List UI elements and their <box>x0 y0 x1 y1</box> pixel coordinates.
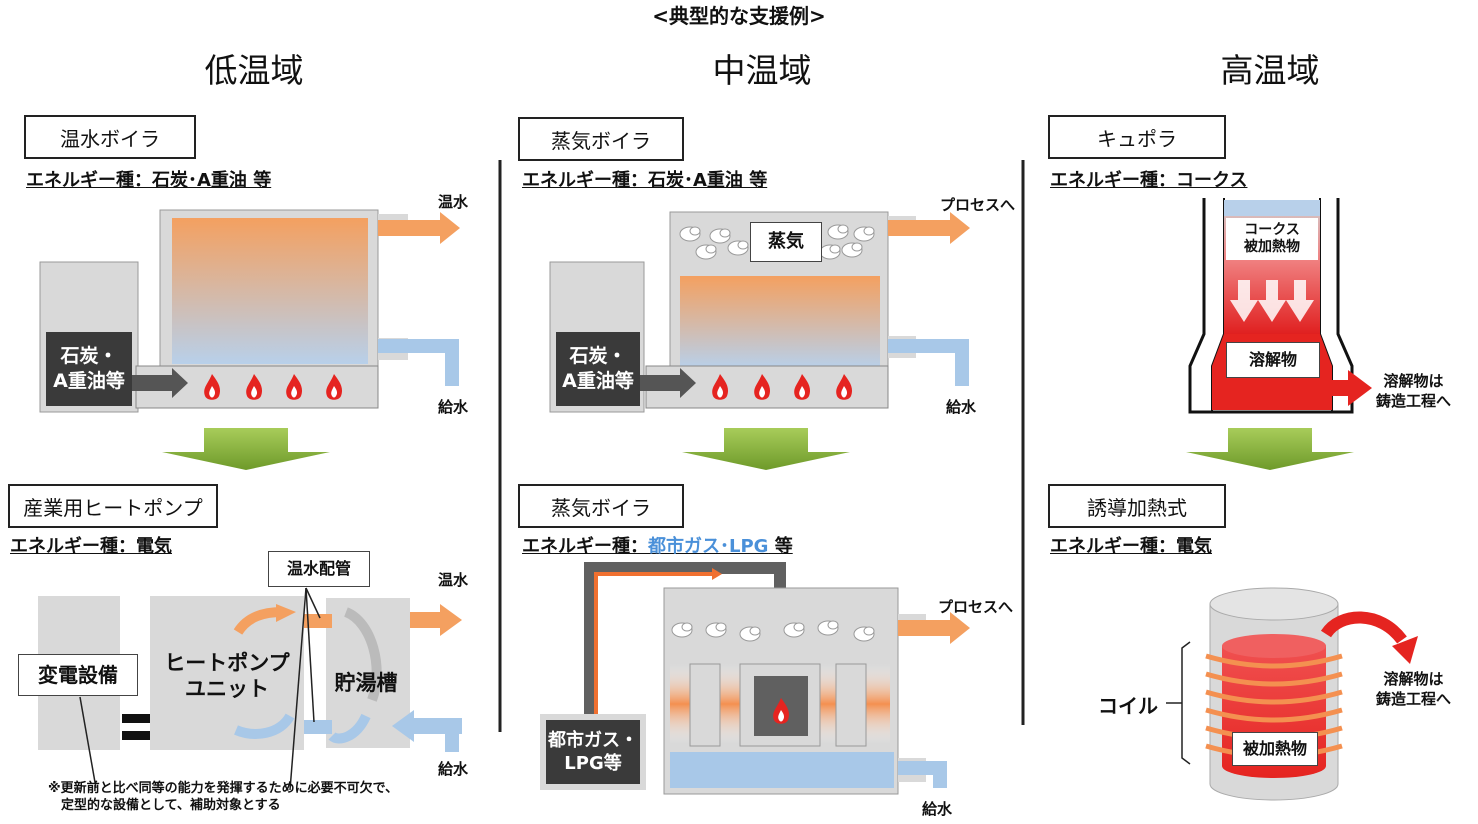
energy-type-low-after: エネルギー種：電気 <box>10 532 172 558</box>
energy-value: 電気 <box>1176 536 1212 557</box>
fuel-box-city-gas-lpg: 都市ガス・ LPG等 <box>546 720 640 784</box>
equipment-label-steam-boiler-after: 蒸気ボイラ <box>518 484 684 528</box>
subsidy-note: ※更新前と比べ同等の能力を発揮するために必要不可欠で、 定型的な設備として、補助… <box>48 781 399 813</box>
flow-label-water-in-hp: 給水 <box>438 760 469 778</box>
energy-type-low-before: エネルギー種：石炭･A重油 等 <box>26 166 271 192</box>
energy-prefix: エネルギー種： <box>1050 170 1176 191</box>
energy-prefix: エネルギー種： <box>10 536 136 557</box>
equipment-label-heat-pump: 産業用ヒートポンプ <box>8 484 218 528</box>
flow-label-hot-water-out-hp: 温水 <box>438 571 469 589</box>
arrow-down-low <box>162 428 330 470</box>
storage-tank-label: 貯湯槽 <box>334 671 398 695</box>
heat-pump-unit-label: ヒートポンプ ユニット <box>164 651 290 702</box>
equipment-label-induction: 誘導加熱式 <box>1048 484 1226 528</box>
workpiece-label: 被加熱物 <box>1232 732 1318 766</box>
coke-charge-label: コークス 被加熱物 <box>1226 218 1318 260</box>
column-title-high: 高温域 <box>1220 51 1320 90</box>
flow-label-melt-to-casting: 溶解物は 鋳造工程へ <box>1376 372 1452 410</box>
flow-label-water-in-gas: 給水 <box>922 800 953 818</box>
energy-prefix: エネルギー種： <box>522 536 648 557</box>
flow-label-melt-to-casting-induction: 溶解物は 鋳造工程へ <box>1376 670 1452 708</box>
arrow-down-mid <box>682 428 850 470</box>
energy-value: 石炭･A重油 等 <box>648 170 768 191</box>
substation-box: 変電設備 <box>18 654 138 696</box>
arrow-down-high <box>1186 428 1354 470</box>
coil-label: コイル <box>1098 694 1158 718</box>
flow-label-water-in-steam: 給水 <box>946 398 977 416</box>
equipment-label-hot-water-boiler: 温水ボイラ <box>24 115 196 159</box>
column-title-mid: 中温域 <box>712 51 812 90</box>
energy-type-high-before: エネルギー種：コークス <box>1050 166 1247 192</box>
energy-prefix: エネルギー種： <box>1050 536 1176 557</box>
energy-value: コークス <box>1176 170 1248 191</box>
steam-label: 蒸気 <box>750 222 822 262</box>
flow-label-water-in: 給水 <box>438 398 469 416</box>
energy-type-high-after: エネルギー種：電気 <box>1050 532 1212 558</box>
energy-prefix: エネルギー種： <box>522 170 648 191</box>
melt-label: 溶解物 <box>1226 342 1320 378</box>
equipment-label-steam-boiler-before: 蒸気ボイラ <box>518 117 684 161</box>
flow-label-to-process: プロセスへ <box>940 196 1016 214</box>
fuel-box-coal-oil-steam: 石炭・ A重油等 <box>556 332 640 406</box>
column-title-low: 低温域 <box>204 51 304 90</box>
energy-value: 電気 <box>136 536 172 557</box>
fuel-box-coal-oil: 石炭・ A重油等 <box>46 332 132 406</box>
energy-type-mid-after: エネルギー種：都市ガス･LPG 等 <box>522 532 793 558</box>
energy-type-mid-before: エネルギー種：石炭･A重油 等 <box>522 166 767 192</box>
pipe-label: 温水配管 <box>268 551 370 587</box>
energy-value: 石炭･A重油 等 <box>152 170 272 191</box>
equipment-label-cupola: キュポラ <box>1048 115 1226 159</box>
energy-value: 都市ガス･LPG <box>648 536 769 557</box>
energy-prefix: エネルギー種： <box>26 170 152 191</box>
flow-label-hot-water-out: 温水 <box>438 193 469 211</box>
energy-suffix: 等 <box>768 536 793 557</box>
flow-label-to-process-gas: プロセスへ <box>938 598 1014 616</box>
main-title: <典型的な支援例> <box>652 4 826 28</box>
